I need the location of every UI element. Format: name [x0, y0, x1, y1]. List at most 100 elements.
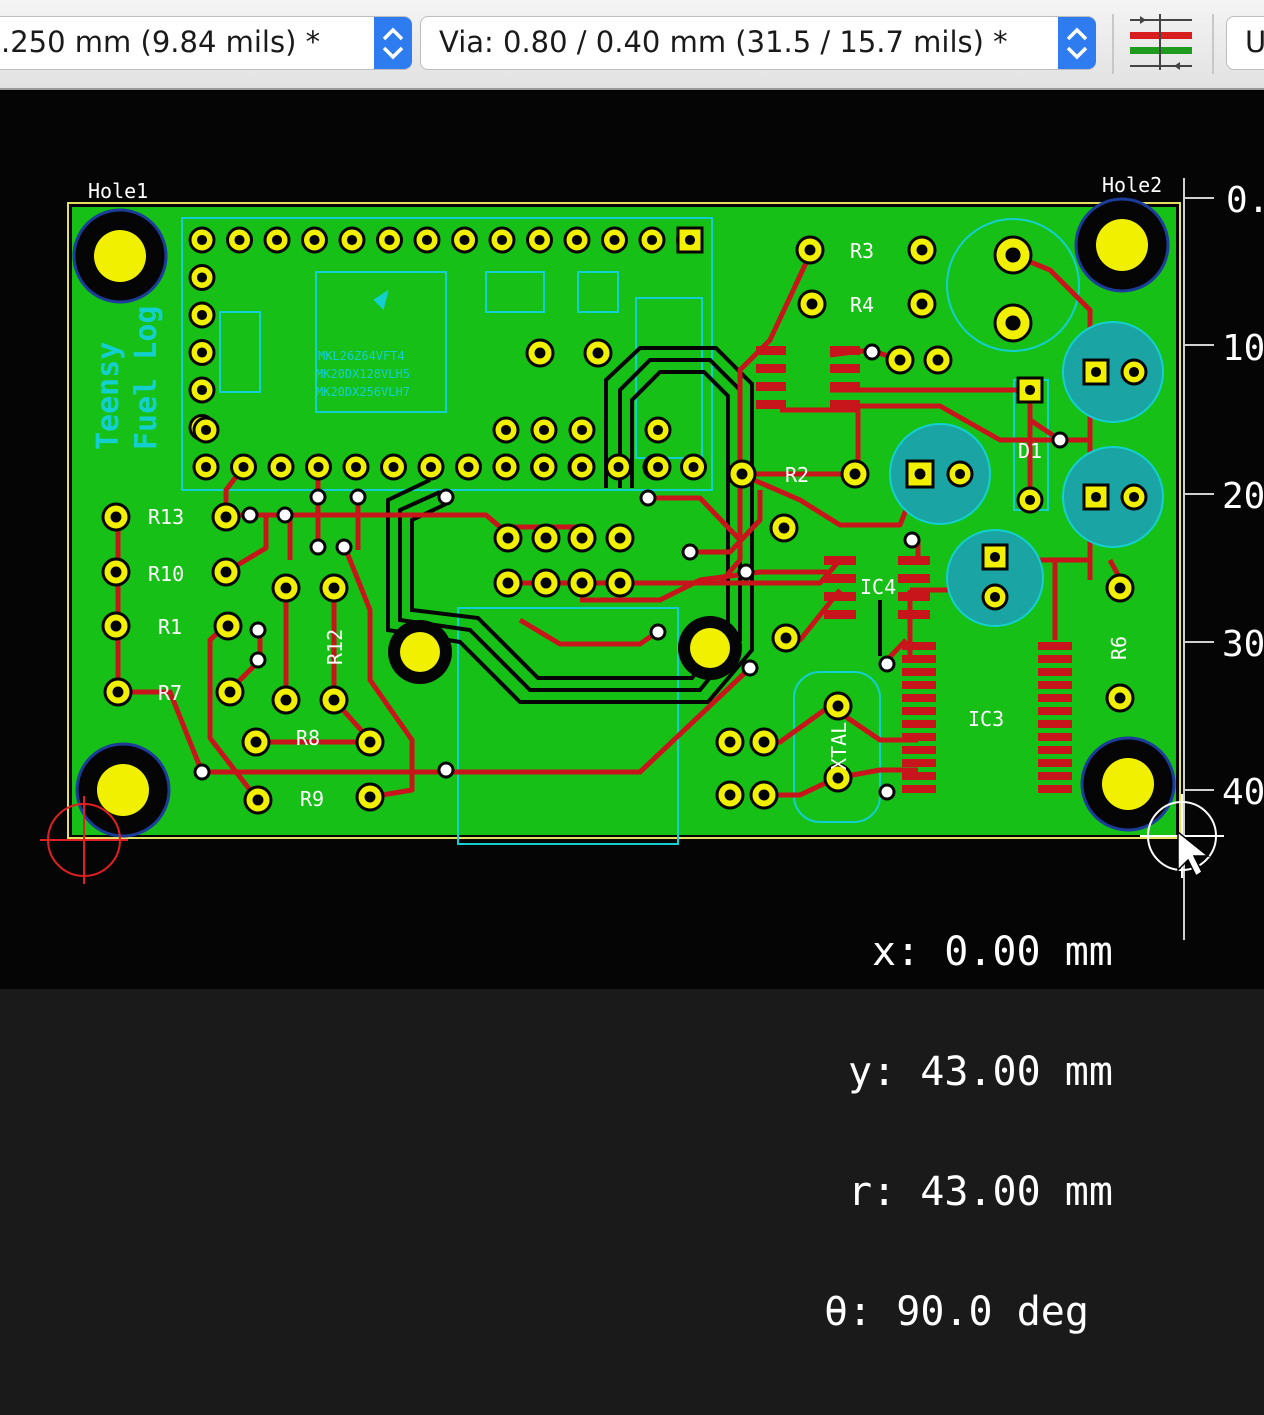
drill-hole	[328, 694, 340, 706]
drill-hole	[576, 532, 588, 544]
smd-pad	[898, 610, 930, 619]
smd-pad	[824, 610, 856, 619]
track-width-value: .250 mm (9.84 mils) *	[1, 25, 321, 59]
drill-hole	[196, 272, 208, 283]
smd-pad	[830, 364, 860, 373]
drill-hole	[538, 424, 550, 436]
track-width-select[interactable]: .250 mm (9.84 mils) *	[0, 16, 412, 70]
drill-hole	[1024, 494, 1036, 506]
drill-hole	[538, 461, 550, 473]
ruler-tick: 30	[1222, 624, 1264, 665]
drill-hole	[1090, 491, 1102, 503]
drill-hole	[832, 772, 844, 784]
drill-hole	[200, 424, 212, 436]
drill-hole	[932, 354, 944, 366]
drill-hole	[196, 309, 208, 321]
drill-hole	[500, 424, 512, 436]
ref-label: IC2	[788, 369, 824, 393]
drill-hole	[724, 789, 736, 801]
drill-hole	[110, 511, 122, 523]
drill-hole	[1090, 366, 1102, 378]
drill-hole	[196, 347, 208, 358]
smd-pad	[756, 400, 786, 409]
x-coordinate-value: 0.00	[944, 929, 1041, 975]
vias	[193, 343, 1069, 801]
drill-hole	[576, 461, 588, 473]
drill-hole	[313, 461, 324, 473]
mcu-label: MKL26Z64VFT4	[318, 349, 405, 363]
drill-hole	[688, 461, 699, 473]
drill-hole	[540, 532, 552, 544]
capacitor-footprints	[889, 321, 1164, 627]
mcu-label: MK20DX256VLH7	[316, 385, 410, 399]
smd-pad	[1038, 759, 1072, 767]
smd-pad	[1038, 707, 1072, 715]
smd-pad	[830, 346, 860, 355]
drill-hole	[534, 234, 545, 246]
toolbar-separator	[1212, 14, 1214, 74]
drill-hole	[778, 522, 790, 534]
drill-hole	[534, 347, 546, 359]
ref-label: R3	[850, 239, 874, 263]
ref-label: R1	[158, 615, 182, 639]
smd-pad	[756, 346, 786, 355]
drill-hole	[652, 461, 664, 473]
drill-hole	[346, 234, 358, 246]
ref-label: IC3	[968, 707, 1004, 731]
drill-hole	[1128, 491, 1140, 503]
units-select[interactable]: U	[1226, 16, 1264, 70]
drill-hole	[894, 354, 906, 366]
ref-label: R4	[850, 293, 874, 317]
drill-hole	[1005, 247, 1021, 263]
via-size-value: Via: 0.80 / 0.40 mm (31.5 / 15.7 mils) *	[439, 25, 1008, 59]
drill-hole	[804, 244, 816, 256]
smd-pad	[830, 382, 860, 391]
drill-hole	[196, 384, 208, 396]
drill-hole	[989, 591, 1001, 603]
drill-hole	[502, 577, 514, 589]
board-title-line1: Teensy	[91, 342, 126, 450]
drill-hole	[571, 234, 583, 246]
updown-arrows-icon[interactable]	[1058, 17, 1096, 69]
ref-label: R2	[785, 463, 809, 487]
track-width-auto-icon[interactable]	[1126, 10, 1198, 74]
drill-hole	[576, 577, 588, 589]
smd-pad	[902, 707, 936, 715]
hole-label: Hole1	[88, 179, 148, 203]
origin-marker	[40, 796, 128, 884]
pcb-board-view[interactable]: 0. 10 20 30 40	[0, 90, 1264, 989]
board-title-line2: Fuel Log	[129, 306, 164, 451]
smd-pad	[1038, 733, 1072, 741]
pcb-canvas[interactable]: 0. 10 20 30 40	[0, 90, 1264, 1332]
ref-label: R7	[158, 681, 182, 705]
drill-hole	[350, 461, 362, 473]
drill-hole	[540, 577, 552, 589]
smd-pad	[1038, 668, 1072, 676]
via-size-select[interactable]: Via: 0.80 / 0.40 mm (31.5 / 15.7 mils) *	[420, 16, 1096, 70]
drill-hole	[425, 461, 437, 473]
drill-hole	[250, 736, 262, 748]
smd-pad	[824, 592, 856, 601]
drill-hole	[222, 620, 234, 632]
drill-hole	[849, 468, 861, 480]
smd-pad	[756, 364, 786, 373]
smd-pad	[824, 556, 856, 565]
coord-unit: mm	[1064, 1049, 1113, 1095]
smd-pads	[756, 346, 1072, 793]
updown-arrows-icon[interactable]	[374, 17, 412, 69]
smd-pad	[1038, 772, 1072, 780]
drill-hole	[224, 686, 236, 698]
smd-pad	[1038, 746, 1072, 754]
theta-coordinate-value: 90.0	[896, 1289, 993, 1335]
drill-hole	[646, 234, 658, 246]
smd-pad	[898, 592, 930, 601]
drill-hole	[916, 244, 928, 256]
drill-hole	[1114, 692, 1126, 704]
smd-pad	[902, 733, 936, 741]
drill-hole	[832, 700, 844, 712]
coord-label: r:	[848, 1169, 897, 1215]
smd-pad	[902, 785, 936, 793]
smd-pad	[1038, 642, 1072, 650]
smd-pad	[898, 574, 930, 583]
drill-hole	[280, 582, 292, 594]
